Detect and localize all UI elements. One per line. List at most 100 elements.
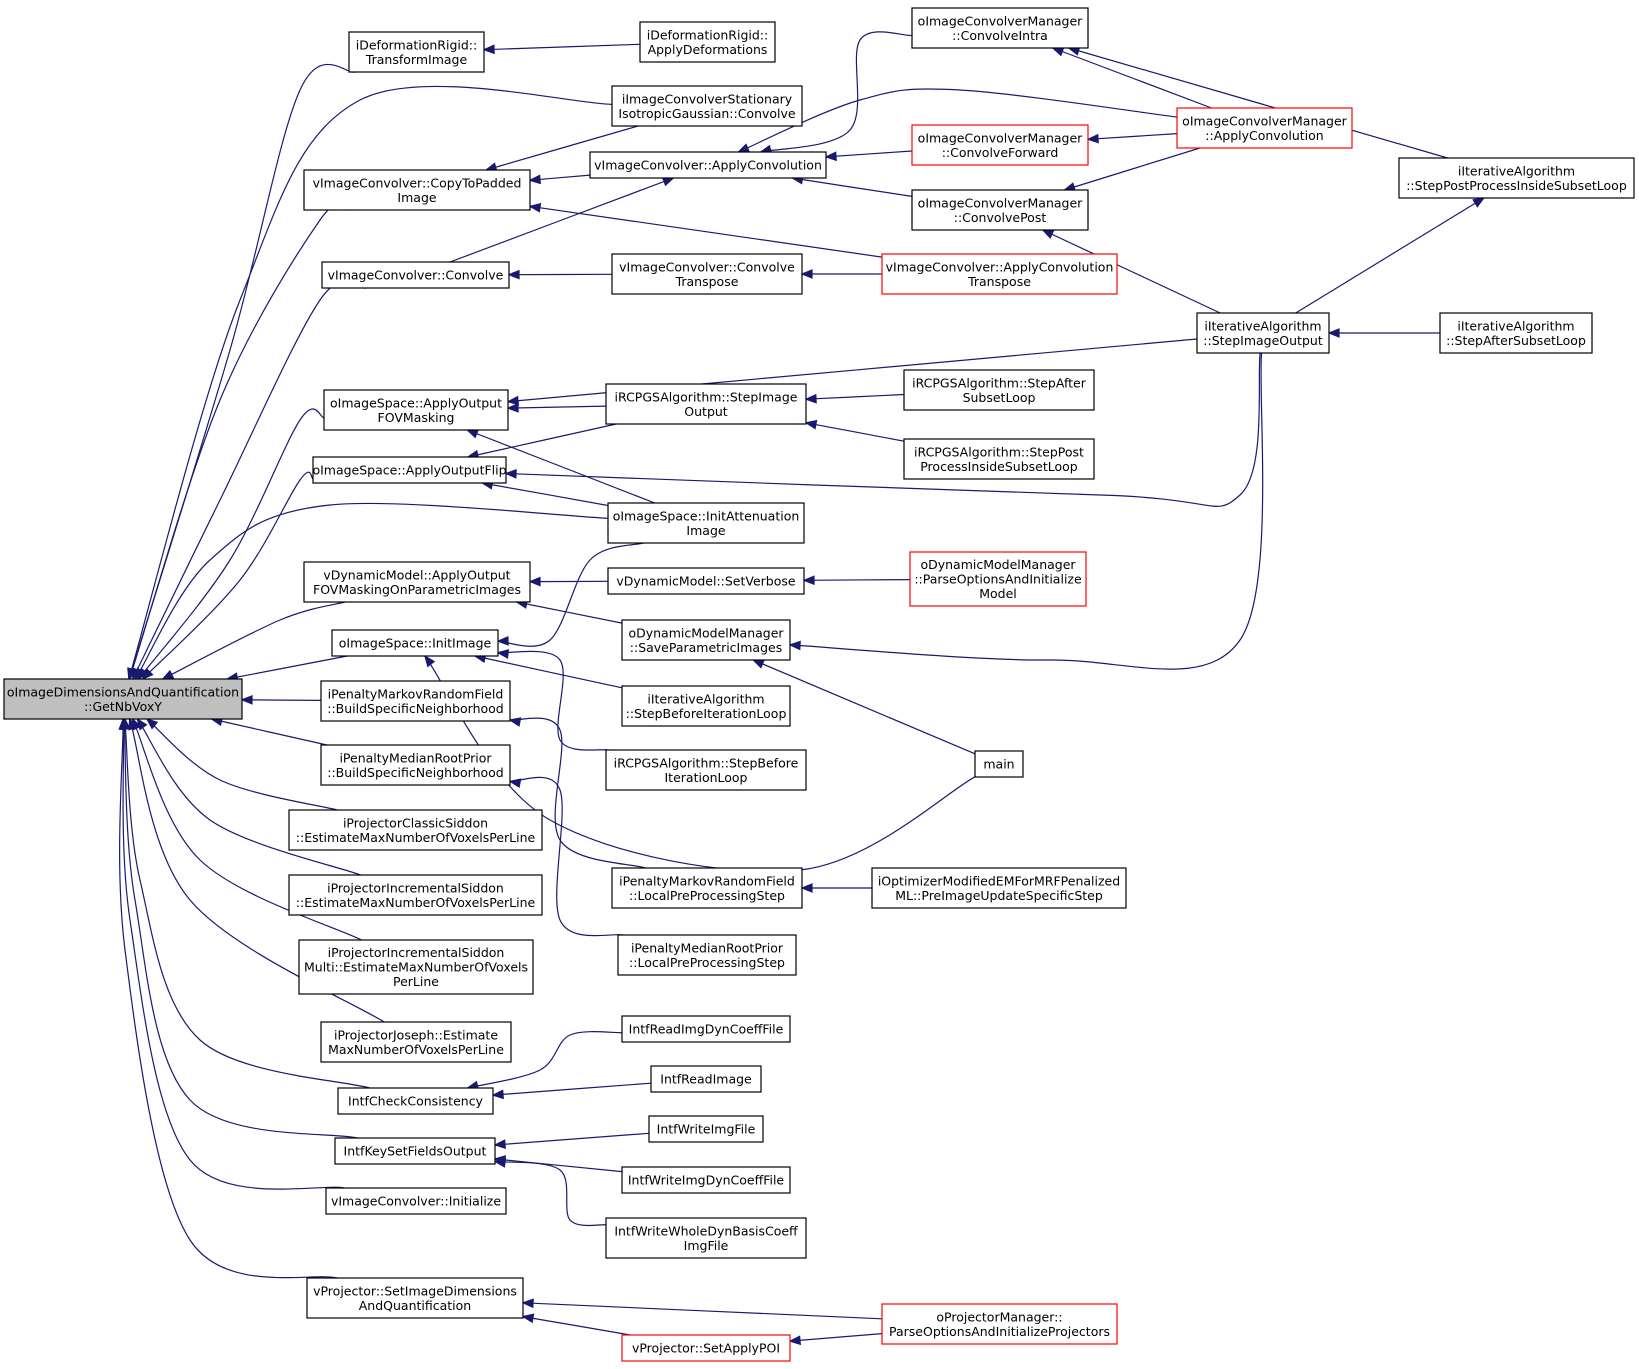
node-projIncMulti[interactable]: iProjectorIncrementalSiddonMulti::Estima… [298,939,534,995]
node-defRigidApply[interactable]: iDeformationRigid::ApplyDeformations [639,21,776,63]
node-convPost[interactable]: oImageConvolverManager::ConvolvePost [911,189,1089,231]
node-initImage[interactable]: oImageSpace::InitImage [331,629,499,657]
edge-stepImageOutput-to-applyOutputFlip [505,352,1261,507]
node-mrfLocal[interactable]: iPenaltyMarkovRandomField::LocalPreProce… [611,867,803,909]
node-applyConvTranspose[interactable]: vImageConvolver::ApplyConvolutionTranspo… [881,253,1118,295]
node-intfKeySet[interactable]: IntfKeySetFieldsOutput [334,1137,496,1165]
edge-rcpgsStepImageOutput-to-applyOutputFlip [467,423,617,458]
edge-convolve-to-applyConv [449,177,674,263]
node-box [288,874,543,916]
arrowhead-intfCheck [491,1089,504,1100]
node-mrpBuild[interactable]: iPenaltyMedianRootPrior::BuildSpecificNe… [320,744,511,786]
node-box [325,1187,507,1215]
node-box [1176,107,1353,149]
node-label: oImageConvolverManager [918,130,1083,145]
node-dynMgrSave[interactable]: oDynamicModelManager::SaveParametricImag… [621,619,791,661]
node-dynApplyMasking[interactable]: vDynamicModel::ApplyOutputFOVMaskingOnPa… [303,561,531,603]
edge-intfReadDyn-to-intfCheck [467,1031,623,1089]
node-rcpgsStepAfterSubset[interactable]: iRCPGSAlgorithm::StepAfterSubsetLoop [903,369,1095,411]
node-label: vImageConvolver::Initialize [331,1194,501,1209]
node-label: oImageSpace::ApplyOutput [330,395,502,410]
node-label: ParseOptionsAndInitializeProjectors [889,1324,1110,1339]
node-mgrApplyConv[interactable]: oImageConvolverManager::ApplyConvolution [1176,107,1353,149]
node-label: AndQuantification [359,1298,471,1313]
node-intfCheck[interactable]: IntfCheckConsistency [337,1087,494,1115]
node-label: IntfWriteImgDynCoeffFile [628,1173,785,1188]
node-label: ::GetNbVoxY [84,699,162,714]
node-label: oImageConvolverManager [918,195,1083,210]
edge-rcpgsStepAfterSubset-to-rcpgsStepImageOutput [805,393,905,400]
node-main[interactable]: main [974,750,1024,778]
node-box [607,502,805,544]
node-stepPostInside[interactable]: iIterativeAlgorithm::StepPostProcessInsi… [1398,157,1635,199]
edge-intfReadImage-to-intfCheck [492,1082,652,1096]
node-label: IterationLoop [665,770,748,785]
node-box [911,124,1089,166]
node-convStationary[interactable]: iImageConvolverStationaryIsotropicGaussi… [611,85,803,127]
node-box [323,389,509,431]
node-defRigidTransform[interactable]: iDeformationRigid::TransformImage [348,31,485,73]
node-projSetPOI[interactable]: vProjector::SetApplyPOI [621,1334,791,1362]
node-box [605,1217,807,1259]
edge-initAttenuation-to-root [134,502,609,680]
node-label: iPenaltyMarkovRandomField [328,686,504,701]
node-mrfBuild[interactable]: iPenaltyMarkovRandomField::BuildSpecific… [320,680,511,722]
node-projIncremental[interactable]: iProjectorIncrementalSiddon::EstimateMax… [288,874,543,916]
edge-applyOutputFlip-to-root [142,471,314,680]
node-convInitialize[interactable]: vImageConvolver::Initialize [325,1187,507,1215]
node-label: ML::PreImageUpdateSpecificStep [895,888,1103,903]
node-label: iDeformationRigid:: [356,37,477,52]
node-box [303,169,531,211]
arrowhead-rcpgsStepImageOutput [804,393,817,404]
arrowhead-convolve [507,269,520,280]
node-projSetDims[interactable]: vProjector::SetImageDimensionsAndQuantif… [306,1277,524,1319]
node-stepAfterSubset[interactable]: iIterativeAlgorithm::StepAfterSubsetLoop [1439,312,1593,354]
node-rcpgsStepImageOutput[interactable]: iRCPGSAlgorithm::StepImageOutput [605,383,807,425]
node-iterStepBefore[interactable]: iIterativeAlgorithm::StepBeforeIteration… [621,685,791,727]
node-intfReadImage[interactable]: IntfReadImage [650,1065,762,1093]
node-box [589,151,827,179]
node-projMgrParse[interactable]: oProjectorManager::ParseOptionsAndInitia… [881,1303,1118,1345]
edge-projMgrParse-to-projSetDims [522,1302,883,1320]
arrowhead-applyFOVMasking [506,395,519,406]
node-intfReadDyn[interactable]: IntfReadImgDynCoeffFile [621,1015,791,1043]
node-rcpgsStepPostInside[interactable]: iRCPGSAlgorithm::StepPostProcessInsideSu… [903,438,1095,480]
node-convolve[interactable]: vImageConvolver::Convolve [321,261,510,289]
edge-dynMgrSave-to-dynApplyMasking [516,601,623,624]
node-projClassic[interactable]: iProjectorClassicSiddon::EstimateMaxNumb… [288,809,543,851]
arrowhead-copyToPadded [528,202,542,213]
edge-stepPostInside-to-convIntra [1068,47,1448,159]
node-box [911,7,1089,49]
node-applyOutputFlip[interactable]: oImageSpace::ApplyOutputFlip [312,456,507,484]
node-optMRF[interactable]: iOptimizerModifiedEMForMRFPenalizedML::P… [871,867,1127,909]
node-intfWriteDyn[interactable]: IntfWriteImgDynCoeffFile [621,1166,791,1194]
node-intfWriteImg[interactable]: IntfWriteImgFile [648,1115,764,1143]
edge-stepImageOutput-to-dynMgrSave [789,352,1264,670]
node-applyConv[interactable]: vImageConvolver::ApplyConvolution [589,151,827,179]
node-convForward[interactable]: oImageConvolverManager::ConvolveForward [911,124,1089,166]
node-stepImageOutput[interactable]: iIterativeAlgorithm::StepImageOutput [1196,312,1330,354]
edge-intfCheck-to-root [124,718,370,1089]
node-label: oProjectorManager:: [936,1309,1062,1324]
node-convIntra[interactable]: oImageConvolverManager::ConvolveIntra [911,7,1089,49]
node-label: Model [979,586,1017,601]
node-label: iPenaltyMedianRootPrior [631,940,784,955]
node-box [871,867,1127,909]
node-root[interactable]: oImageDimensionsAndQuantification::GetNb… [3,678,243,720]
node-label: iProjectorJoseph::Estimate [334,1027,498,1042]
node-box [621,1334,791,1362]
node-label: FOVMasking [378,410,455,425]
node-rcpgsStepBefore[interactable]: iRCPGSAlgorithm::StepBeforeIterationLoop [605,749,807,791]
node-box [911,189,1089,231]
node-projJoseph[interactable]: iProjectorJoseph::EstimateMaxNumberOfVox… [320,1021,512,1063]
node-dynSetVerbose[interactable]: vDynamicModel::SetVerbose [607,567,805,595]
node-mrpLocal[interactable]: iPenaltyMedianRootPrior::LocalPreProcess… [617,934,797,976]
node-label: IntfCheckConsistency [348,1094,484,1109]
node-label: oImageSpace::InitAttenuation [613,508,800,523]
node-dynMgrParse[interactable]: oDynamicModelManager::ParseOptionsAndIni… [909,551,1087,607]
